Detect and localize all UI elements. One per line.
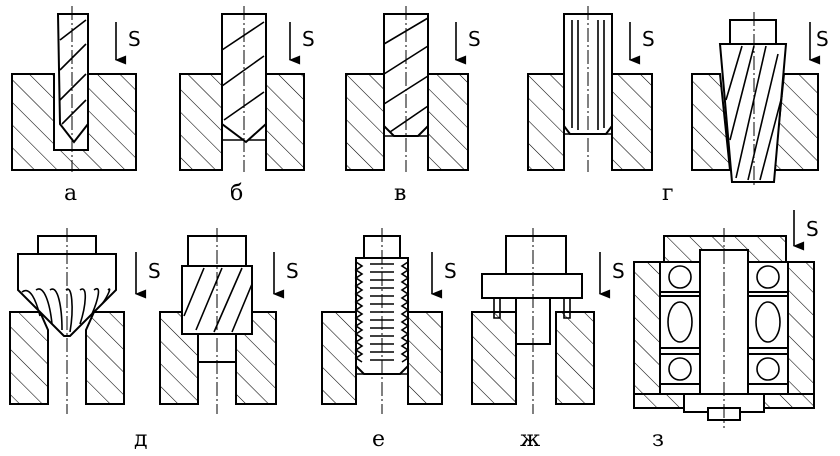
ball-z-right-upper [756,265,780,289]
taper-reamer-g-shank [729,19,777,45]
panel-v-core-drilling: S в [345,6,481,206]
feed-label-zh: S [612,259,625,283]
drill-a [56,13,89,144]
panel-label-zh: ж [520,427,540,452]
panel-label-a: а [64,181,77,206]
feed-label-e: S [444,259,457,283]
panel-a-drilling: S а [11,6,141,206]
roller-z-left [667,301,693,343]
feed-label-z: S [806,217,819,241]
workpiece-g1-right [611,73,653,171]
panel-z-bearing-assembly: S з [633,210,819,452]
panel-e-tapping: S е [321,228,457,452]
ball-z-left-upper [668,265,692,289]
feed-label-g2: S [816,27,829,51]
feed-label-d2: S [286,259,299,283]
taper-reamer-g-flutes [725,45,783,181]
workpiece-e-right [407,311,443,405]
workpiece-v-right [427,73,469,171]
panel-label-e: е [372,427,385,452]
workpiece-d1-left [9,311,49,405]
countersink-d-teeth [21,287,111,333]
roller-z-right [755,301,781,343]
workpiece-zh-right [555,311,595,405]
workpiece-g1-left [527,73,565,171]
drill-a-flutes [59,19,87,125]
counterbore-d-flutes [183,267,253,333]
bearing-z-left-middle [659,295,701,349]
panel-d-countersinking: S S д [9,228,299,452]
panel-label-z: з [652,427,664,452]
spotfacer-zh-plate [481,273,583,299]
ball-z-right-lower [756,357,780,381]
feed-label-b: S [302,27,315,51]
panel-label-g: г [662,181,674,206]
housing-z-right [787,261,815,395]
workpiece-b-left [179,73,223,171]
panel-label-b: б [230,181,243,206]
feed-label-g1: S [642,27,655,51]
feed-label-d1: S [148,259,161,283]
feed-label-a: S [128,27,141,51]
workpiece-d1-right [85,311,125,405]
housing-z-left [633,261,661,395]
bearing-z-right-lower [747,353,789,385]
reamer-g-teeth [571,20,605,130]
workpiece-zh-left [471,311,517,405]
spotfacer-zh-shank [505,235,567,275]
panel-zh-spot-facing: S ж [471,228,625,452]
bearing-z-right-upper [747,261,789,293]
panel-b-drilling-through: S б [179,6,315,206]
workpiece-b-right [265,73,305,171]
panel-label-v: в [394,181,406,206]
feed-label-v: S [468,27,481,51]
bearing-z-left-lower [659,353,701,385]
workpiece-e-left [321,311,357,405]
panel-g-reaming: S S г [527,6,829,206]
bearing-z-right-middle [747,295,789,349]
panel-label-d: д [134,427,148,452]
bearing-z-left-upper [659,261,701,293]
workpiece-v-left [345,73,385,171]
spotfacer-zh-cutters [493,298,571,319]
ball-z-left-lower [668,357,692,381]
